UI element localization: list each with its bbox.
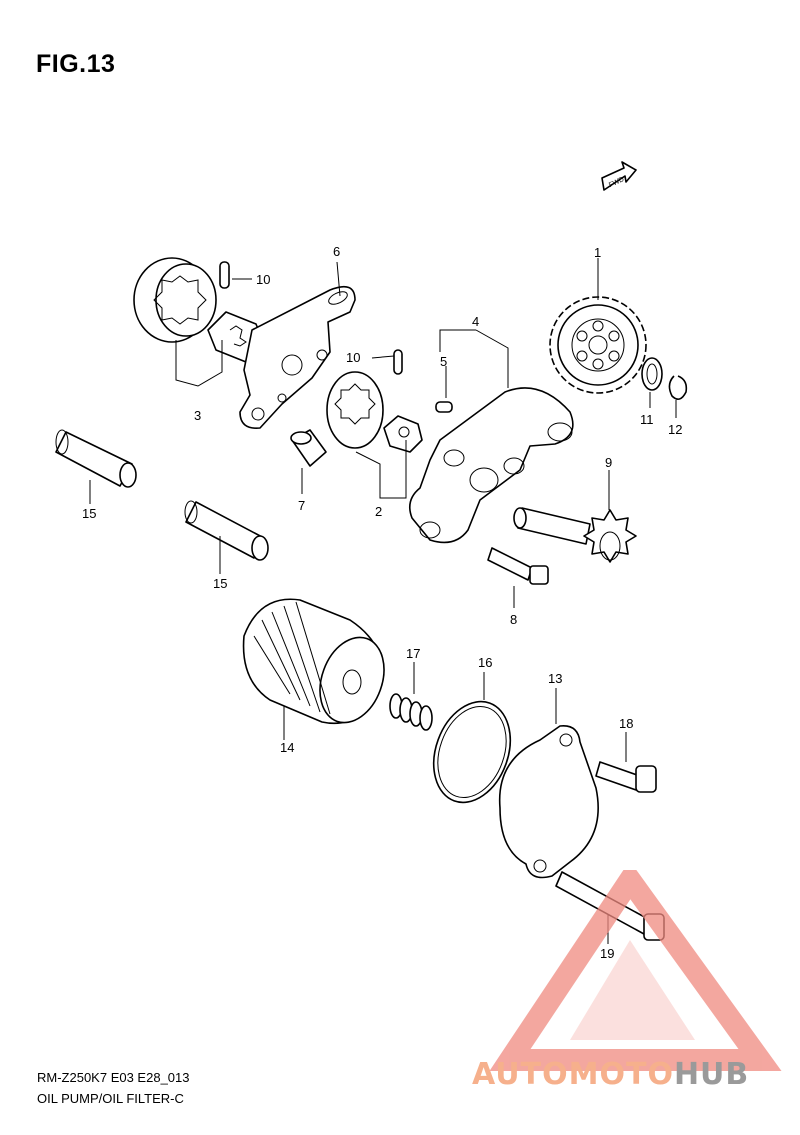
oil-pump-body-4 xyxy=(409,387,574,544)
fwd-arrow-icon: FWD xyxy=(601,161,637,191)
callout-17: 17 xyxy=(406,646,420,661)
washer-11 xyxy=(641,357,663,391)
callout-15-right: 15 xyxy=(213,576,227,591)
oil-pump-rotor-set-2 xyxy=(326,371,423,453)
oil-pump-plate-6 xyxy=(239,285,356,429)
watermark-text-hub: HUB xyxy=(674,1057,749,1092)
callout-9: 9 xyxy=(605,455,612,470)
callout-12: 12 xyxy=(668,422,682,437)
callout-7: 7 xyxy=(298,498,305,513)
watermark-text: AUTOMOTOHUB xyxy=(472,1057,749,1092)
bolt-18 xyxy=(595,761,657,793)
oil-pump-shaft-9 xyxy=(513,507,637,563)
callout-19: 19 xyxy=(600,946,614,961)
dowel-pin-10-upper xyxy=(219,261,230,289)
oil-filter-cap-13 xyxy=(498,725,599,879)
callout-11: 11 xyxy=(640,412,654,427)
oil-pump-driven-gear-1 xyxy=(549,296,647,394)
pin-5 xyxy=(435,401,453,413)
figure-title: FIG.13 xyxy=(36,50,116,78)
callout-14: 14 xyxy=(280,740,294,755)
oil-strainer-15-right xyxy=(184,500,269,561)
oil-filter-14 xyxy=(242,598,385,724)
callout-16: 16 xyxy=(478,655,492,670)
circlip-12 xyxy=(668,375,688,400)
callout-2: 2 xyxy=(375,504,382,519)
callout-8: 8 xyxy=(510,612,517,627)
oil-strainer-15-left xyxy=(55,429,137,488)
callout-3: 3 xyxy=(194,408,201,423)
callout-1: 1 xyxy=(594,245,601,260)
callout-18: 18 xyxy=(619,716,633,731)
sleeve-7 xyxy=(290,429,327,467)
callout-15-left: 15 xyxy=(82,506,96,521)
callout-6: 6 xyxy=(333,244,340,259)
model-code: RM-Z250K7 E03 E28_013 xyxy=(37,1070,190,1085)
automotohub-watermark: AUTOMOTOHUB xyxy=(472,870,782,1092)
warning-triangle-logo-icon xyxy=(489,870,782,1071)
watermark-text-automoto: AUTOMOTO xyxy=(472,1057,674,1092)
spring-17 xyxy=(389,693,433,731)
dowel-pin-10-lower xyxy=(393,349,403,375)
callout-4: 4 xyxy=(472,314,479,329)
bolt-8 xyxy=(487,547,549,585)
oil-pump-rotor-set-3 xyxy=(133,257,265,363)
callout-13: 13 xyxy=(548,671,562,686)
callout-10-lower: 10 xyxy=(346,350,360,365)
figure-name: OIL PUMP/OIL FILTER-C xyxy=(37,1091,184,1106)
callout-10-upper: 10 xyxy=(256,272,270,287)
callout-5: 5 xyxy=(440,354,447,369)
o-ring-16 xyxy=(432,700,512,804)
